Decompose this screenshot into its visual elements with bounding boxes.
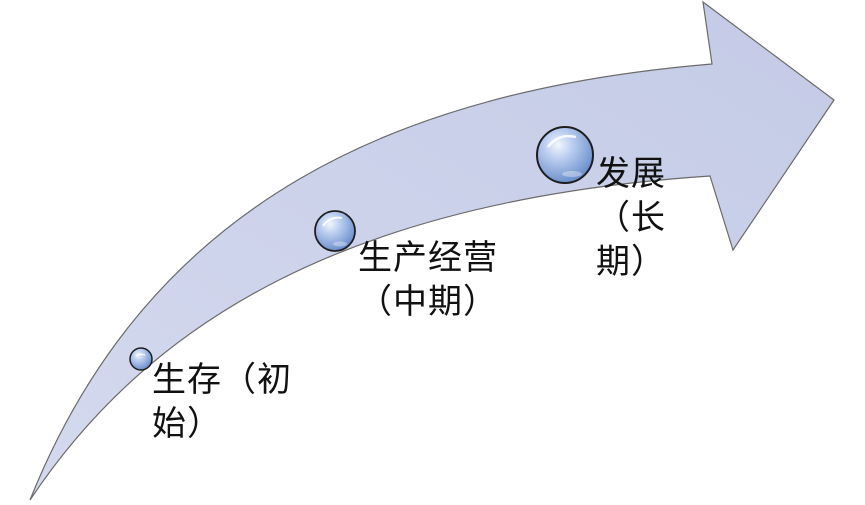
stage-bubble-1 [129, 347, 153, 371]
stage-bubble-2 [314, 210, 356, 252]
stage-label-long-term: 发展（长期） [596, 154, 666, 282]
curved-arrow [29, 0, 835, 501]
stage-label-initial: 生存（初始） [152, 360, 292, 444]
stage-bubble-3 [536, 126, 594, 184]
stage-label-middle: 生产经营（中期） [358, 238, 498, 322]
